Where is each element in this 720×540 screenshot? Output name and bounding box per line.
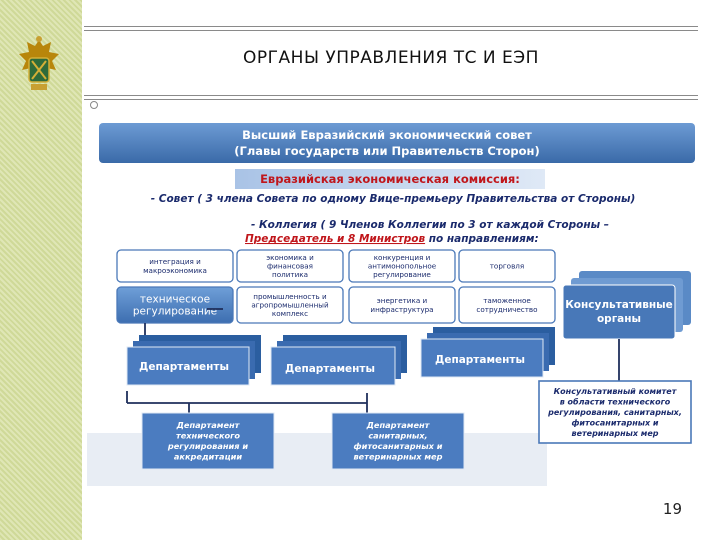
supreme-council-box	[99, 123, 695, 163]
direction-label-7-0: таможенное	[483, 296, 531, 305]
coat-of-arms-emblem	[19, 36, 59, 90]
departments-stack-1: Департаменты	[126, 335, 261, 386]
dept-sanitary-line-3: ветеринарных мер	[354, 452, 443, 462]
direction-label-2-0: конкуренция и	[374, 253, 431, 262]
direction-label-4-1: регулирование	[133, 306, 217, 318]
rule-top-1	[84, 26, 698, 27]
direction-label-6-0: энергетика и	[377, 296, 428, 305]
direction-box-5	[236, 286, 344, 324]
direction-label-3-0: торговля	[490, 262, 524, 271]
dept-technical-line-0: Департамент	[176, 420, 241, 430]
direction-label-0-1: макроэкономика	[143, 266, 207, 275]
direction-label-7-1: сотрудничество	[476, 305, 537, 314]
direction-label-1-1: финансовая	[267, 262, 313, 271]
direction-label-1-2: политика	[272, 270, 308, 279]
dept-technical-line-3: аккредитации	[174, 452, 242, 462]
direction-box-2	[348, 249, 456, 283]
page-number: 19	[662, 500, 682, 518]
consultative-bodies-line-1: Консультативные	[565, 299, 673, 311]
council-line-1: Высший Евразийский экономический совет	[242, 128, 532, 142]
board-chair-ministers: Председатель и 8 Министров	[245, 233, 425, 245]
departments-stack-2: Департаменты	[270, 335, 407, 386]
board-note-line-2: Председатель и 8 Министров по направлени…	[245, 233, 539, 245]
council-note: - Совет ( 3 члена Совета по одному Вице-…	[151, 193, 636, 205]
board-directions-label: по направлениям:	[425, 233, 539, 245]
departments-label-2: Департаменты	[285, 363, 375, 375]
committee-line-0: Консультативный комитет	[554, 387, 678, 396]
board-note-line-1: - Коллегия ( 9 Членов Коллегии по 3 от к…	[251, 219, 609, 231]
departments-stack-3: Департаменты	[420, 327, 555, 378]
direction-label-5-2: комплекс	[272, 309, 308, 318]
direction-box-0	[116, 249, 234, 283]
direction-label-1-0: экономика и	[266, 253, 314, 262]
commission-title: Евразийская экономическая комиссия:	[260, 172, 520, 186]
governance-diagram: Высший Евразийский экономический совет (…	[87, 113, 707, 486]
direction-label-2-1: антимонопольное	[368, 262, 437, 271]
direction-label-4-0: техническое	[140, 294, 210, 306]
dept-technical-line-1: технического	[176, 431, 240, 441]
direction-label-0-0: интеграция и	[149, 257, 201, 266]
dept-technical-line-2: регулирования и	[167, 441, 248, 451]
departments-label-3: Департаменты	[435, 354, 525, 366]
commission-banner	[235, 169, 545, 189]
committee-line-4: ветеринарных мер	[572, 429, 659, 438]
dept-sanitary-box	[331, 412, 465, 470]
direction-box-4	[116, 286, 234, 324]
consultative-bodies-box	[562, 284, 676, 340]
direction-label-6-1: инфраструктура	[370, 305, 433, 314]
dept-sanitary-line-1: санитарных,	[368, 431, 427, 441]
dept-sanitary-line-0: Департамент	[366, 420, 431, 430]
direction-box-6	[348, 286, 456, 324]
rule-bottom-2	[84, 99, 698, 100]
committee-line-2: регулирования, санитарных,	[547, 408, 682, 417]
dept-technical-box	[141, 412, 275, 470]
direction-box-7	[458, 286, 556, 324]
rule-bottom-1	[84, 95, 698, 96]
consultative-bodies-line-2: органы	[597, 313, 641, 325]
committee-line-1: в области технического	[560, 396, 671, 406]
direction-label-5-1: агропромышленный	[251, 301, 329, 310]
rule-top-2	[84, 30, 698, 31]
consultative-committee-box	[538, 380, 692, 444]
council-line-2: (Главы государств или Правительств Сторо…	[234, 144, 539, 158]
committee-line-3: фитосанитарных и	[571, 418, 658, 427]
dept-sanitary-line-2: фитосанитарных и	[353, 441, 442, 451]
direction-box-3	[458, 249, 556, 283]
departments-label-1: Департаменты	[139, 361, 229, 373]
direction-label-2-2: регулирование	[373, 270, 431, 279]
bullet-dot	[90, 101, 98, 109]
direction-label-5-0: промышленность и	[253, 292, 327, 301]
direction-box-1	[236, 249, 344, 283]
slide-title: ОРГАНЫ УПРАВЛЕНИЯ ТС И ЕЭП	[243, 48, 539, 68]
